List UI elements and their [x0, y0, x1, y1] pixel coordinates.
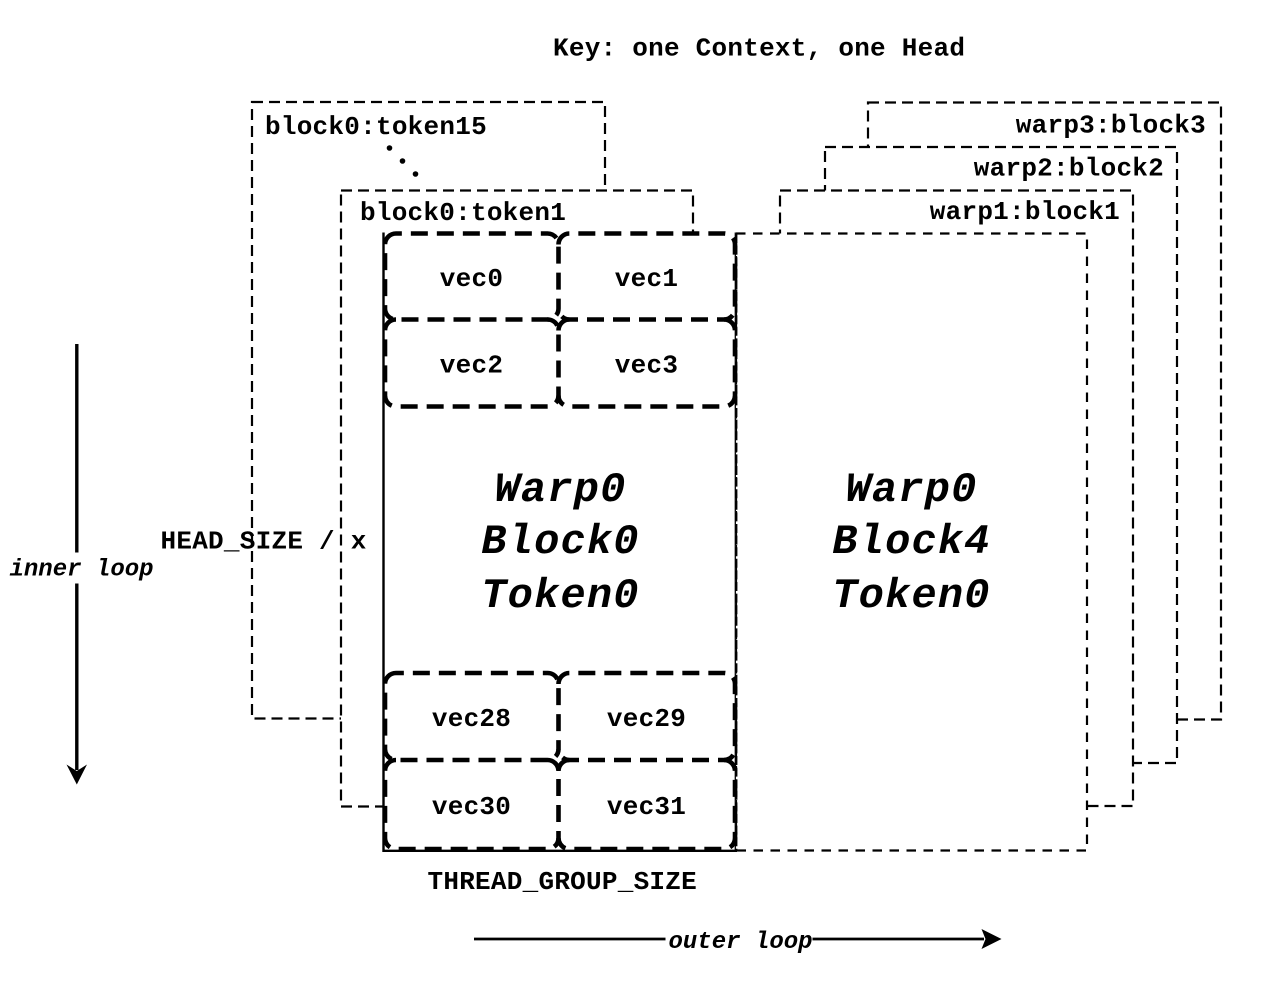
svg-text:vec0: vec0 — [440, 264, 503, 294]
svg-text:THREAD_GROUP_SIZE: THREAD_GROUP_SIZE — [428, 867, 698, 897]
svg-text:outer loop: outer loop — [669, 929, 813, 956]
svg-text:vec3: vec3 — [615, 351, 678, 381]
svg-text:Token0: Token0 — [832, 572, 990, 620]
svg-text:vec31: vec31 — [607, 792, 686, 822]
svg-text:Block0: Block0 — [481, 518, 639, 566]
svg-text:vec28: vec28 — [432, 704, 511, 734]
svg-text:Key: one Context, one Head: Key: one Context, one Head — [553, 34, 965, 64]
svg-text:vec29: vec29 — [607, 704, 686, 734]
svg-text:inner loop: inner loop — [10, 557, 154, 584]
svg-text:HEAD_SIZE / x: HEAD_SIZE / x — [161, 527, 367, 557]
svg-text:block0:token15: block0:token15 — [265, 112, 487, 142]
svg-text:vec30: vec30 — [432, 792, 511, 822]
svg-text:vec2: vec2 — [440, 351, 503, 381]
svg-text:Token0: Token0 — [481, 572, 639, 620]
svg-text:vec1: vec1 — [615, 264, 678, 294]
svg-text:block0:token1: block0:token1 — [360, 198, 566, 228]
svg-text:warp1:block1: warp1:block1 — [930, 197, 1120, 227]
svg-text:Warp0: Warp0 — [845, 466, 977, 514]
svg-text:warp2:block2: warp2:block2 — [974, 154, 1164, 184]
svg-text:Block4: Block4 — [832, 518, 990, 566]
svg-text:warp3:block3: warp3:block3 — [1016, 111, 1206, 141]
svg-text:Warp0: Warp0 — [494, 466, 626, 514]
